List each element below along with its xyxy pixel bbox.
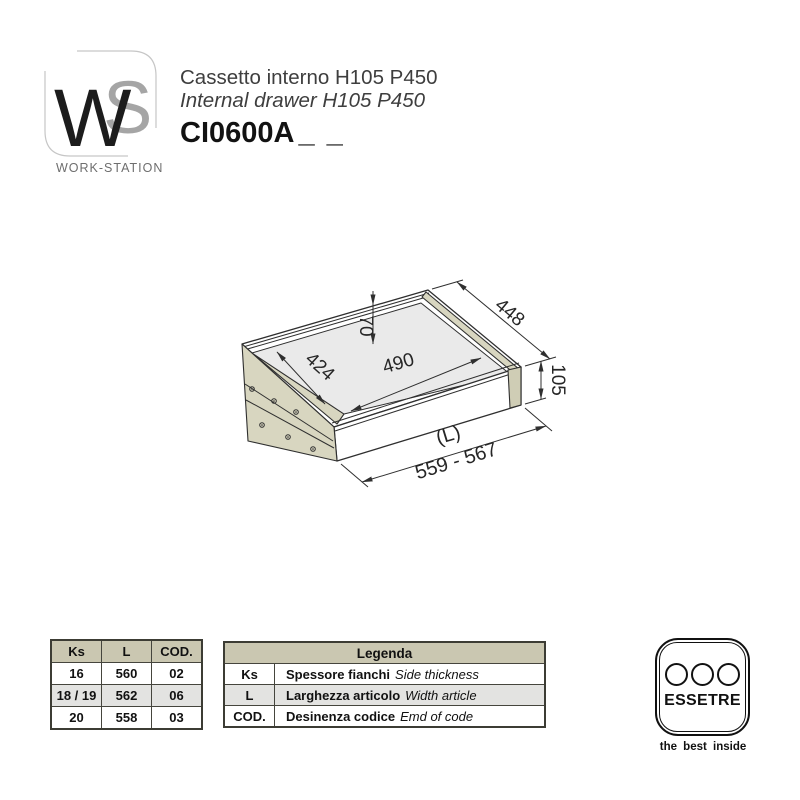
product-code: CI0600A_ _ (180, 117, 438, 149)
essetre-logo-inner-frame: ESSETRE (659, 642, 746, 732)
legend-label-english: Width article (405, 687, 477, 703)
product-code-text: CI0600A (180, 117, 295, 149)
table-cell: 20 (50, 706, 102, 730)
legend-header-row: Legenda (223, 641, 546, 664)
logo-frame-arc-bottom-left (44, 71, 128, 157)
brand-name: ESSETRE (664, 692, 741, 709)
legend-label-italian: Desinenza codice (286, 708, 396, 724)
table-cell: 03 (151, 706, 203, 730)
product-title-english: Internal drawer H105 P450 (180, 89, 426, 112)
logo-letter-s: S (103, 66, 153, 149)
size-table-header-ks: Ks (50, 639, 102, 663)
table-cell: 06 (151, 684, 203, 707)
right-side-panel-end-cap (507, 366, 522, 409)
drawer-body (241, 289, 522, 462)
table-cell: 558 (101, 706, 152, 730)
product-code-suffix: _ _ (298, 117, 345, 149)
legend-label-english: Side thickness (395, 666, 479, 682)
brand-tagline: the best inside (659, 741, 747, 753)
legend-label-italian: Larghezza articolo (286, 687, 401, 703)
drawer-technical-drawing: 70 424 490 448 105 (L) 559 - 567 (241, 279, 568, 488)
legend-key: COD. (223, 705, 275, 728)
size-table: Ks L COD. 16 560 02 18 / 19 562 06 20 55… (50, 639, 203, 730)
slide-screws (249, 386, 316, 452)
table-cell: 562 (101, 684, 152, 707)
circle-icon (691, 663, 714, 686)
table-row: 20 558 03 (50, 706, 203, 730)
legend-title: Legenda (223, 641, 546, 664)
table-cell: 02 (151, 662, 203, 685)
essetre-circles-icon (665, 663, 740, 686)
circle-icon (717, 663, 740, 686)
table-cell: 16 (50, 662, 102, 685)
logo-letter-w: W (54, 73, 132, 164)
title-block: Cassetto interno H105 P450 Internal draw… (180, 66, 438, 149)
dim-height: 105 (547, 364, 568, 396)
dim-inner-height: 70 (355, 315, 376, 336)
dimension-lines (276, 279, 557, 488)
dim-length-range: 559 - 567 (413, 438, 500, 484)
legend-label-english: Emd of code (400, 708, 474, 724)
table-cell: 18 / 19 (50, 684, 102, 707)
logo-frame-arc-top-right (77, 50, 157, 128)
circle-icon (665, 663, 688, 686)
ws-logo-frame (44, 50, 157, 157)
size-table-header-cod: COD. (151, 639, 203, 663)
size-table-header-l: L (101, 639, 152, 663)
logo-caption: WORK-STATION (56, 161, 164, 175)
product-title-italian: Cassetto interno H105 P450 (180, 66, 438, 89)
dim-depth: 448 (491, 295, 529, 331)
legend-key: Ks (223, 663, 275, 685)
table-cell: 560 (101, 662, 152, 685)
size-table-header-row: Ks L COD. (50, 639, 203, 663)
legend-label-italian: Spessore fianchi (286, 666, 391, 682)
legend-key: L (223, 684, 275, 706)
table-row: 16 560 02 (50, 662, 203, 685)
table-row: 18 / 19 562 06 (50, 684, 203, 707)
essetre-logo: ESSETRE (655, 638, 750, 736)
